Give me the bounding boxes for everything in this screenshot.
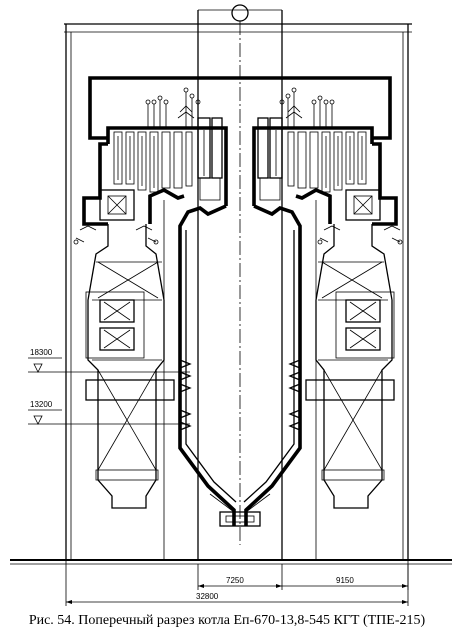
dimension-total-width: 32800 xyxy=(196,592,219,601)
elevation-label-lower: 13200 xyxy=(30,400,53,409)
dimension-side-span: 9150 xyxy=(336,576,354,585)
elevation-label-upper: 18300 xyxy=(30,348,53,357)
furnace-wall-left xyxy=(178,204,236,526)
tube-banks-right xyxy=(287,131,367,193)
header-loops-right xyxy=(279,87,335,128)
outer-flue-loop xyxy=(88,76,392,140)
elevation-mark-lower: 13200 xyxy=(28,400,190,425)
elevation-mark-upper: 18300 xyxy=(28,348,190,373)
header-loops-left xyxy=(145,87,201,128)
building-frame xyxy=(64,4,412,560)
furnace-inner-right xyxy=(243,230,295,503)
burners-left xyxy=(179,359,192,431)
boiler-cross-section-drawing: 18300 13200 7250 9150 32800 xyxy=(10,4,452,606)
left-side-unit xyxy=(73,189,175,509)
dimension-center-span: 7250 xyxy=(226,576,244,585)
burners-right xyxy=(288,359,301,431)
furnace-inner-left xyxy=(185,230,237,503)
figure-caption: Рис. 54. Поперечный разрез котла Еп-670-… xyxy=(28,613,426,628)
dimension-lines xyxy=(65,560,409,606)
right-side-unit xyxy=(305,189,403,509)
ground-line xyxy=(10,559,452,565)
furnace-wall-right xyxy=(244,204,302,526)
tube-banks-left xyxy=(113,131,193,193)
upper-center-elements xyxy=(197,117,283,201)
furnace-hopper xyxy=(209,493,271,527)
convective-housing xyxy=(82,126,398,226)
